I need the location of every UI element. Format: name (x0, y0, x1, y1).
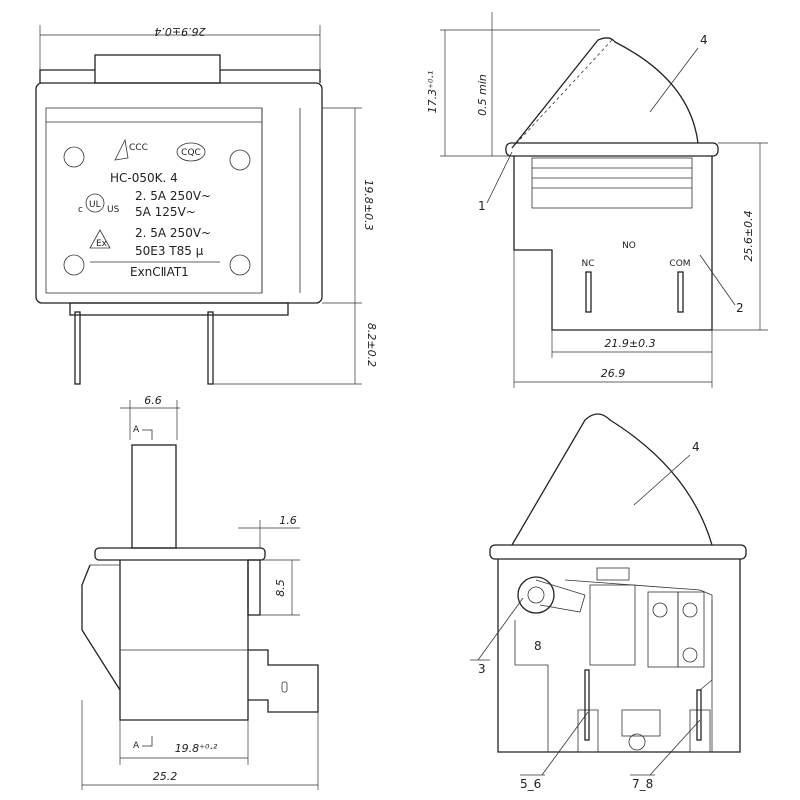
model-number: HC-050K. 4 (110, 171, 178, 185)
section-a-bottom: A (133, 741, 140, 751)
ccc-logo-icon: CCC (114, 138, 148, 161)
section-a-top: A (133, 425, 140, 435)
internal-view: 8 3 4 5_6 7_8 (470, 413, 747, 791)
dim-side-total: 26.9 (601, 367, 626, 380)
dim-section-body: 19.8⁺⁰·² (175, 742, 218, 755)
dim-front-height: 19.8±0.3 (362, 179, 375, 230)
dim-section-total: 25.2 (153, 770, 178, 783)
svg-text:c: c (78, 205, 83, 215)
svg-text:US: US (107, 205, 120, 215)
dim-side-height-top: 17.3⁺⁰·¹ (426, 71, 439, 114)
label-com: COM (669, 259, 690, 269)
cqc-logo-icon: CQC (176, 142, 206, 162)
callout-4-internal: 4 (692, 440, 700, 454)
callout-4-side: 4 (700, 33, 708, 47)
dim-section-pitch: 8.5 (274, 579, 287, 597)
dim-side-min: 0.5 min (476, 74, 489, 116)
callout-5-6: 5_6 (520, 777, 541, 791)
dim-side-body: 25.6±0.4 (742, 210, 755, 261)
svg-text:Ex: Ex (96, 239, 108, 249)
svg-text:UL: UL (89, 200, 101, 210)
label-no: NO (622, 241, 636, 251)
section-view: 6.6 A 1.6 8.5 A 19.8⁺⁰·² 2 (81, 394, 319, 790)
rating-line-2: 5A 125V~ (135, 205, 196, 219)
callout-2: 2 (736, 301, 744, 315)
svg-text:CQC: CQC (181, 148, 201, 158)
side-view: NC NO COM 17.3⁺⁰·¹ 0.5 min 25.6±0.4 21.9… (426, 12, 768, 388)
callout-1: 1 (478, 199, 486, 213)
callout-3: 3 (478, 662, 486, 676)
svg-text:CCC: CCC (129, 143, 148, 153)
rating-line-4: 50E3 T85 µ (135, 244, 204, 258)
rating-line-3: 2. 5A 250V~ (135, 226, 211, 240)
ul-logo-icon: c UL US (78, 193, 120, 215)
dim-front-width: 26.9±0.4 (154, 25, 205, 38)
dim-section-top: 6.6 (144, 394, 162, 407)
ex-marking: ExnCⅡAT1 (130, 265, 189, 279)
part-8-label: 8 (534, 639, 542, 653)
rating-line-1: 2. 5A 250V~ (135, 189, 211, 203)
ex-triangle-icon: Ex (89, 229, 111, 249)
dim-front-pins: 8.2±0.2 (365, 323, 378, 367)
label-nc: NC (581, 259, 594, 269)
dim-side-inner: 21.9±0.3 (604, 337, 655, 350)
front-view: 26.9±0.4 CCC CQC HC-050K. 4 c (35, 25, 378, 385)
dim-section-tab: 1.6 (279, 514, 297, 527)
callout-7-8: 7_8 (632, 777, 653, 791)
